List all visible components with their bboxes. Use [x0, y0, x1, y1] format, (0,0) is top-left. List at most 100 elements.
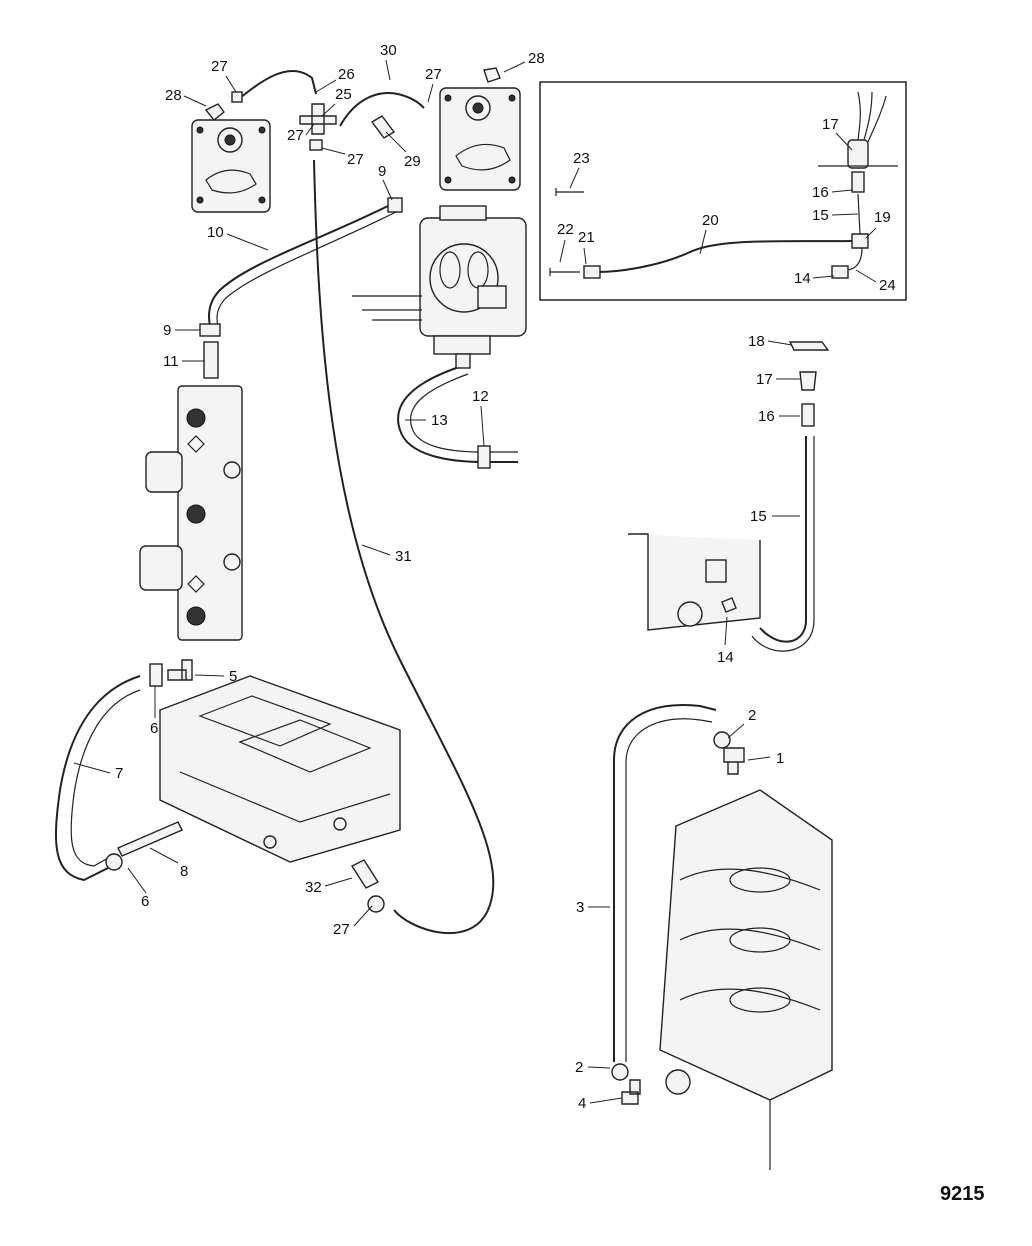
callout-label-c2b: 2 — [575, 1059, 583, 1076]
fitting-29 — [370, 115, 396, 139]
callout-label-c27b: 27 — [425, 66, 442, 83]
callout-label-c6a: 6 — [150, 720, 158, 737]
callout-leader-c9a — [382, 179, 393, 201]
callout-label-c10: 10 — [207, 224, 224, 241]
callout-leader-c27a — [225, 75, 237, 93]
hose-10 — [208, 203, 393, 327]
callout-label-c16a: 16 — [812, 184, 829, 201]
hose-10-inner — [216, 211, 397, 327]
tee-fitting-25 — [299, 103, 337, 135]
callout-leader-c25 — [321, 103, 336, 117]
callout-label-c27e: 27 — [333, 921, 350, 938]
inset-fitting-17 — [847, 139, 869, 169]
clamp-2-upper — [713, 731, 731, 749]
callout-leader-c24 — [855, 269, 877, 283]
fuel-pump-left — [191, 103, 271, 213]
callout-leader-c27c — [305, 123, 315, 136]
callout-label-c16b: 16 — [758, 408, 775, 425]
inset-frame — [539, 81, 907, 301]
adapter-plate — [159, 675, 401, 863]
callout-label-c19: 19 — [874, 209, 891, 226]
callout-label-c9b: 9 — [163, 322, 171, 339]
callout-leader-c30 — [385, 59, 391, 81]
callout-leader-c28a — [183, 95, 207, 107]
elbow-fitting-5 — [167, 659, 193, 681]
inset-line-20 — [597, 240, 853, 273]
crankcase — [659, 789, 833, 1170]
hose-30 — [339, 92, 425, 127]
inset-tee-19 — [851, 233, 869, 249]
callout-leader-c16a — [831, 189, 853, 193]
fitting-8 — [117, 821, 183, 857]
callout-leader-c22 — [559, 239, 566, 263]
fitting-11 — [203, 341, 219, 379]
callout-label-c15a: 15 — [812, 207, 829, 224]
inset-line-15 — [857, 193, 861, 235]
callout-label-c28b: 28 — [528, 50, 545, 67]
inset-wires-17 — [857, 91, 887, 143]
callout-label-c1: 1 — [776, 750, 784, 767]
clamp-27-bottom — [367, 895, 385, 913]
callout-leader-c5 — [194, 674, 225, 677]
callout-leader-c19 — [865, 227, 877, 239]
callout-label-c8: 8 — [180, 863, 188, 880]
fitting-16 — [801, 403, 815, 427]
callout-label-c27a: 27 — [211, 58, 228, 75]
callout-label-c14a: 14 — [794, 270, 811, 287]
callout-leader-c27b — [427, 83, 434, 103]
callout-leader-c27d — [321, 147, 346, 155]
callout-label-c23: 23 — [573, 150, 590, 167]
callout-leader-c17a — [835, 132, 853, 151]
callout-leader-c2b — [587, 1066, 611, 1069]
callout-leader-c27e — [353, 905, 373, 927]
callout-label-c14b: 14 — [717, 649, 734, 666]
callout-label-c7: 7 — [115, 765, 123, 782]
hose-3 — [613, 704, 717, 1062]
callout-label-c32: 32 — [305, 879, 322, 896]
callout-label-c11: 11 — [163, 353, 179, 370]
callout-leader-c12 — [480, 405, 485, 447]
callout-leader-c28b — [503, 61, 526, 73]
hose-31 — [313, 159, 495, 935]
callout-leader-c23 — [569, 167, 580, 189]
inset-fitting-21 — [583, 265, 601, 279]
inset-pin-23 — [555, 188, 584, 196]
callout-label-c30: 30 — [380, 42, 397, 59]
callout-label-c3: 3 — [576, 899, 584, 916]
callout-label-c27c: 27 — [287, 127, 304, 144]
fitting-9-lower — [199, 323, 221, 337]
fitting-9-upper — [387, 197, 403, 213]
hose-15 — [759, 436, 807, 643]
callout-label-c12: 12 — [472, 388, 489, 405]
callout-label-c15b: 15 — [750, 508, 767, 525]
callout-leader-c26 — [315, 79, 337, 93]
callout-label-c24: 24 — [879, 277, 896, 294]
callout-leader-c10 — [226, 233, 269, 251]
hose-7 — [55, 675, 141, 882]
fitting-32 — [350, 859, 380, 889]
elbow-fitting-4 — [621, 1079, 641, 1105]
callout-label-c25: 25 — [335, 86, 352, 103]
hose-26 — [239, 69, 317, 99]
callout-leader-c4 — [589, 1097, 623, 1104]
callout-label-c20: 20 — [702, 212, 719, 229]
callout-label-c27d: 27 — [347, 151, 364, 168]
inset-pin-22 — [549, 268, 580, 276]
clamp-2-lower — [611, 1063, 629, 1081]
callout-leader-c2a — [727, 723, 745, 739]
callout-leader-c15a — [831, 213, 859, 216]
callout-leader-c21 — [583, 247, 587, 265]
callout-leader-c8 — [149, 847, 179, 864]
fuel-rail-body — [139, 385, 243, 641]
fitting-17 — [799, 371, 817, 391]
callout-leader-c29 — [385, 131, 407, 153]
callout-leader-c14a — [812, 275, 835, 279]
callout-label-c18: 18 — [748, 333, 765, 350]
callout-label-c17a: 17 — [822, 116, 839, 133]
callout-label-c13: 13 — [431, 412, 448, 429]
figure-number: 9215 — [940, 1183, 985, 1205]
callout-label-c22: 22 — [557, 221, 574, 238]
callout-label-c29: 29 — [404, 153, 421, 170]
callout-label-c31: 31 — [395, 548, 412, 565]
callout-label-c4: 4 — [578, 1095, 586, 1112]
